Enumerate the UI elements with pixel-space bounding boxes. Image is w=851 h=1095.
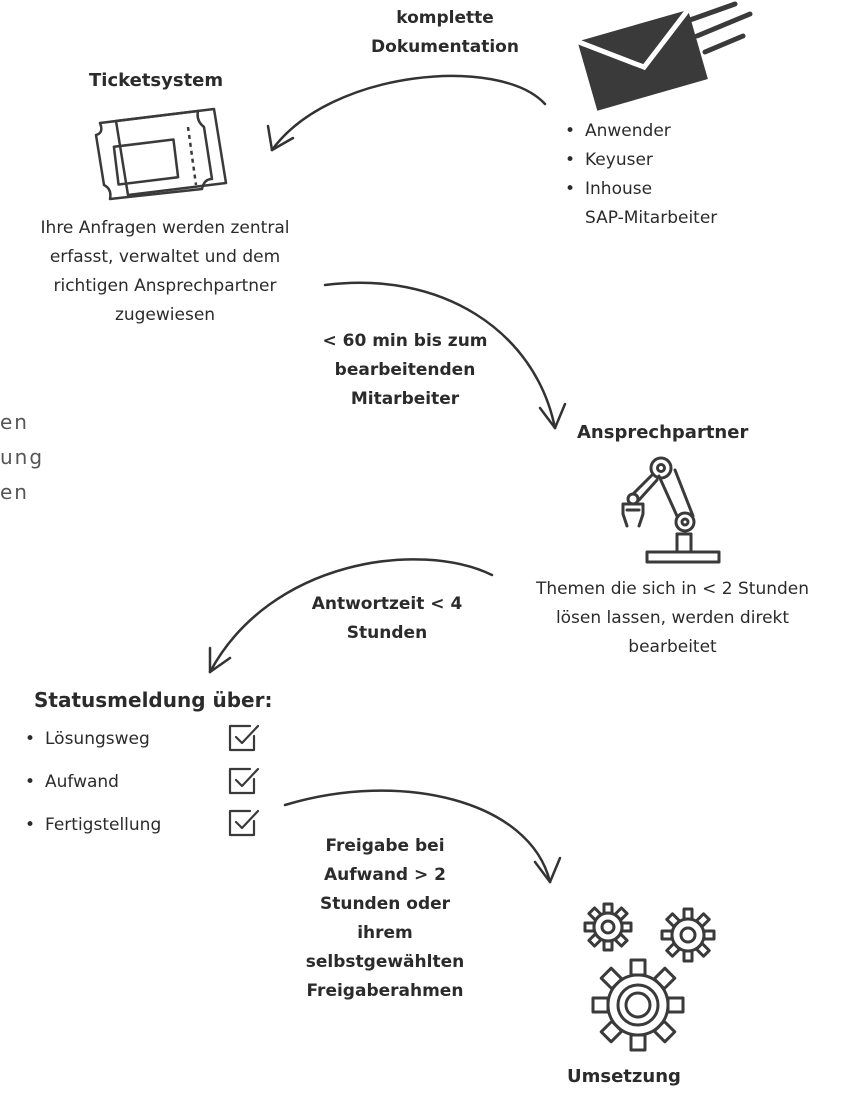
description-line: Themen die sich in < 2 Stunden (535, 579, 810, 599)
clipped-line: en (0, 480, 29, 504)
edge-label-approval: Freigabe bei Aufwand > 2 Stunden oder ih… (285, 832, 485, 1006)
checkbox-checked-icon (228, 767, 260, 795)
edge-label-line: Antwortzeit < 4 (311, 594, 463, 614)
edge-label-line: komplette (396, 8, 494, 28)
description-line: bearbeitet (628, 637, 717, 657)
ticket-icon (94, 107, 228, 201)
edge-label-line: < 60 min bis zum (322, 331, 488, 351)
ticketsystem-title: Ticketsystem (89, 70, 224, 91)
edge-label-line: selbstgewählten (305, 952, 465, 972)
list-item: Anwender (565, 117, 717, 146)
list-item: Keyuser (565, 146, 717, 175)
clipped-line: en (0, 410, 29, 434)
description-line: richtigen Ansprechpartner (53, 276, 277, 296)
edge-label-line: Stunden oder (319, 894, 451, 914)
robot-arm-icon (621, 456, 721, 564)
clipped-line: ung (0, 445, 45, 469)
list-item-continuation: SAP-Mitarbeiter (585, 208, 718, 228)
description-line: Ihre Anfragen werden zentral (40, 218, 290, 238)
list-item: Fertigstellung (25, 804, 161, 847)
ticketsystem-description: Ihre Anfragen werden zentral erfasst, ve… (0, 214, 330, 330)
edge-label-response-time: Antwortzeit < 4 Stunden (292, 590, 482, 648)
description-line: zugewiesen (114, 305, 216, 325)
list-item: Lösungsweg (25, 718, 161, 761)
checkbox-checked-icon (228, 724, 260, 752)
edge-label-line: Mitarbeiter (350, 389, 460, 409)
description-line: erfasst, verwaltet und dem (49, 247, 281, 267)
sender-roles-list: Anwender Keyuser Inhouse SAP-Mitarbeiter (565, 117, 717, 233)
checkbox-checked-icon (228, 809, 260, 837)
ansprechpartner-description: Themen die sich in < 2 Stunden lösen las… (500, 575, 845, 662)
envelope-icon (576, 1, 753, 111)
edge-label-60-min: < 60 min bis zum bearbeitenden Mitarbeit… (300, 327, 510, 414)
ansprechpartner-title: Ansprechpartner (577, 422, 749, 443)
list-item: Inhouse (565, 175, 717, 204)
edge-label-line: Freigaberahmen (306, 981, 464, 1001)
edge-label-line: Stunden (346, 623, 428, 643)
edge-label-line: ihrem (357, 923, 413, 943)
list-item: Aufwand (25, 761, 161, 804)
edge-label-line: bearbeitenden (334, 360, 476, 380)
statusmeldung-list: Lösungsweg Aufwand Fertigstellung (25, 718, 161, 847)
edge-label-line: Dokumentation (371, 37, 519, 57)
umsetzung-title: Umsetzung (567, 1066, 681, 1087)
clipped-left-text: en ung en (0, 405, 44, 510)
edge-label-line: Freigabe bei (325, 836, 445, 856)
gears-icon (583, 902, 716, 1052)
description-line: lösen lassen, werden direkt (555, 608, 790, 628)
edge-label-documentation: komplette Dokumentation (340, 4, 550, 62)
edge-label-line: Aufwand > 2 (323, 865, 446, 885)
statusmeldung-title: Statusmeldung über: (34, 688, 273, 712)
